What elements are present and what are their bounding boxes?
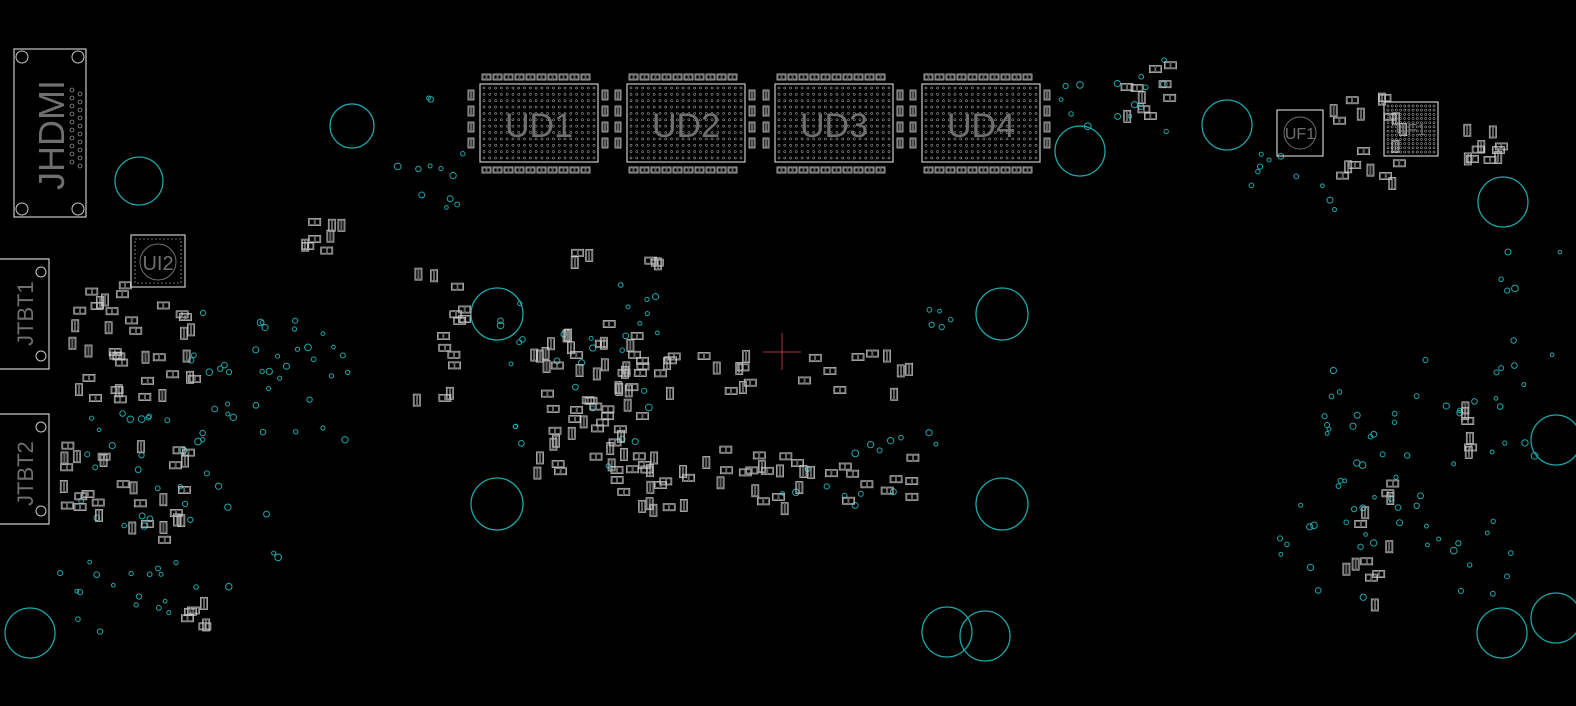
label-ud2: UD2: [652, 107, 720, 145]
chip-ud3[interactable]: UD3: [774, 83, 894, 163]
label-ui2: UI2: [142, 253, 173, 275]
connector-jtbt1[interactable]: JTBT1: [0, 258, 50, 370]
label-uf1-right: UF1: [1396, 122, 1426, 139]
label-uf1-left: UF1: [1285, 126, 1315, 143]
passive-components: [59, 61, 1508, 632]
chip-ud1[interactable]: UD1: [479, 83, 599, 163]
mounting-holes: [4, 99, 1576, 662]
chip-uf1-right[interactable]: UF1: [1383, 101, 1439, 157]
chip-ud2[interactable]: UD2: [626, 83, 746, 163]
label-jhdmi: JHDMI: [31, 80, 72, 190]
chip-ui2[interactable]: UI2: [130, 234, 186, 288]
label-ud3: UD3: [800, 107, 868, 145]
connector-jhdmi[interactable]: JHDMI: [13, 48, 87, 218]
chip-ud4[interactable]: UD4: [921, 83, 1041, 163]
cursor-crosshair: [763, 333, 801, 370]
label-jtbt2: JTBT2: [13, 441, 38, 506]
label-ud1: UD1: [505, 107, 573, 145]
via-field: [57, 57, 1563, 635]
chip-uf1-left[interactable]: UF1: [1276, 109, 1324, 157]
label-jtbt1: JTBT1: [13, 281, 38, 346]
label-ud4: UD4: [947, 107, 1015, 145]
connector-jtbt2[interactable]: JTBT2: [0, 413, 50, 525]
